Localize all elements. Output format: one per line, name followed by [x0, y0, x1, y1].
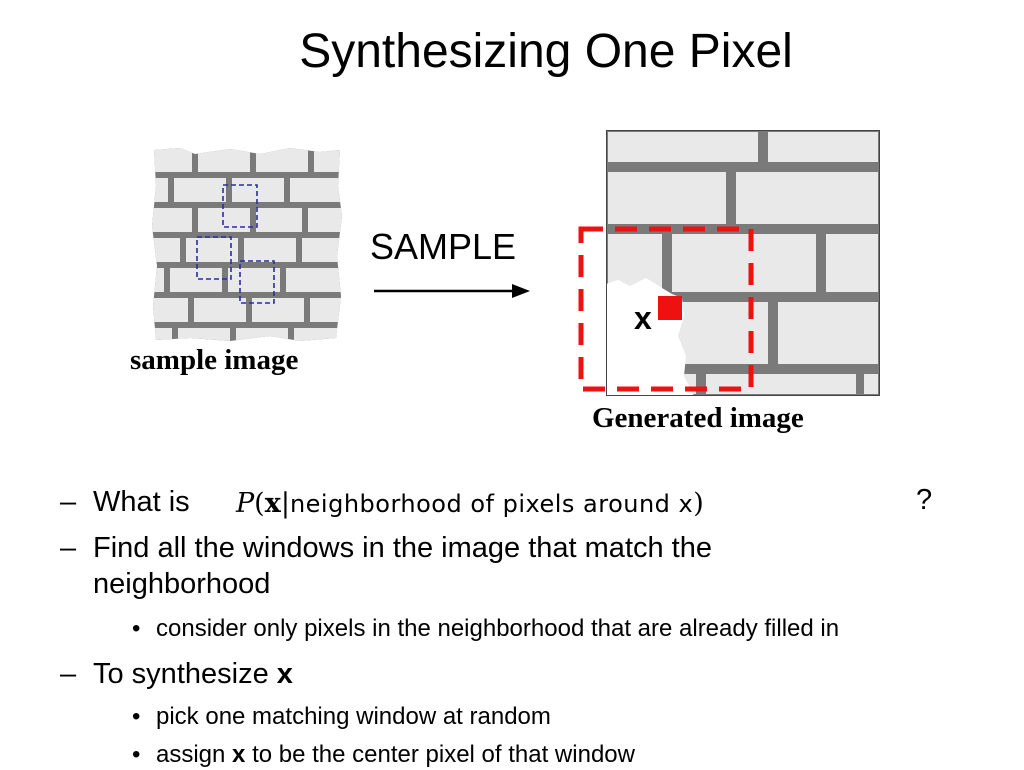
- neighborhood-window: [578, 226, 754, 392]
- sample-window: [196, 236, 232, 280]
- sample-label: SAMPLE: [370, 226, 517, 267]
- formula-text: neighborhood of pixels around x: [289, 490, 694, 518]
- right-arrow-icon: [374, 284, 530, 298]
- bullet-text: pick one matching window at random: [156, 703, 551, 730]
- bullet-text: To synthesize: [93, 658, 277, 690]
- slide-title: Synthesizing One Pixel: [299, 25, 793, 78]
- bullet-text: Find all the windows in the image that m…: [93, 532, 712, 600]
- formula-bar: |: [280, 488, 290, 519]
- sample-window: [222, 184, 258, 228]
- generated-image-caption: Generated image: [592, 402, 804, 434]
- conditional-probability-formula: P(x|neighborhood of pixels around x): [236, 488, 704, 519]
- sub-bullet-pick-window: • pick one matching window at random: [132, 702, 551, 732]
- target-pixel: [658, 296, 682, 320]
- bullet-bold-x: x: [276, 658, 293, 690]
- sub-bullet-consider-pixels: • consider only pixels in the neighborho…: [132, 614, 1012, 644]
- dot-marker: •: [132, 741, 141, 768]
- generated-image: [606, 130, 880, 396]
- formula-close-paren: ): [693, 488, 704, 519]
- sample-image-caption: sample image: [130, 344, 299, 376]
- bullet-bold-x: x: [232, 741, 246, 768]
- sub-bullet-assign-x: • assign x to be the center pixel of tha…: [132, 740, 635, 770]
- pixel-x-label: x: [634, 300, 652, 336]
- dash-marker: –: [60, 658, 77, 690]
- dash-marker: –: [60, 532, 77, 564]
- bullet-synthesize: – To synthesize x: [60, 656, 293, 692]
- dot-marker: •: [132, 615, 141, 642]
- bullet-what-is: – What is: [60, 484, 190, 520]
- formula-x: x: [264, 488, 281, 519]
- sample-window: [239, 260, 275, 304]
- formula-open-paren: (: [254, 488, 265, 519]
- formula-p: P: [236, 488, 255, 519]
- bullet-text: to be the center pixel of that window: [245, 741, 635, 768]
- bullet-text: consider only pixels in the neighborhood…: [156, 615, 840, 642]
- bullet-find-windows: – Find all the windows in the image that…: [60, 530, 960, 602]
- dash-marker: –: [60, 486, 77, 518]
- question-mark: ?: [916, 484, 933, 516]
- sample-image: [152, 148, 342, 341]
- bullet-text: What is: [93, 486, 190, 518]
- bullet-text: assign: [156, 741, 233, 768]
- dot-marker: •: [132, 703, 141, 730]
